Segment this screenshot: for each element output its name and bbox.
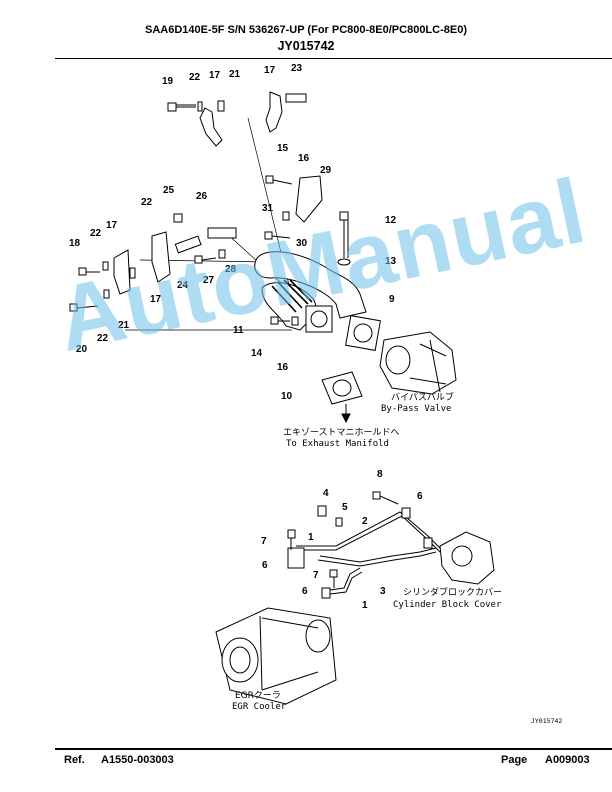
- callout-21: 21: [118, 320, 130, 331]
- callout-18: 18: [69, 238, 81, 249]
- callout-22: 22: [97, 333, 109, 344]
- exhaust-caption-en: To Exhaust Manifold: [286, 439, 389, 449]
- callout-3: 3: [380, 586, 386, 597]
- callout-11: 11: [233, 325, 244, 336]
- callout-16: 16: [298, 153, 310, 164]
- callout-27: 27: [203, 275, 215, 286]
- callout-17: 17: [209, 70, 221, 81]
- bypass-valve-caption-en: By-Pass Valve: [381, 404, 451, 414]
- callout-9: 9: [389, 294, 395, 305]
- callout-12: 12: [385, 215, 397, 226]
- exhaust-caption-jp: エキゾーストマニホールドへ: [283, 427, 400, 438]
- callout-24: 24: [177, 280, 189, 291]
- upper-assembly-drawing: [69, 91, 457, 424]
- lower-callouts: 8 4 5 2 6 7 1 6 7 3 1 6: [261, 469, 423, 611]
- callout-4: 4: [323, 488, 329, 499]
- callout-7: 7: [261, 536, 267, 547]
- figure-code-header: JY015742: [277, 39, 335, 53]
- callout-17: 17: [106, 220, 118, 231]
- page-title: SAA6D140E-5F S/N 536267-UP (For PC800-8E…: [145, 24, 467, 36]
- callout-1: 1: [308, 532, 314, 543]
- callout-22: 22: [141, 197, 153, 208]
- callout-19: 19: [162, 76, 174, 87]
- callout-22: 22: [90, 228, 102, 239]
- callout-29: 29: [320, 165, 332, 176]
- callout-6: 6: [302, 586, 308, 597]
- cylinder-caption-jp: シリンダブロックカバー: [403, 586, 502, 598]
- callout-20: 20: [76, 344, 88, 355]
- cylinder-caption-en: Cylinder Block Cover: [393, 600, 502, 610]
- lower-assembly-drawing: [215, 491, 495, 705]
- bolt-19-shape: [167, 102, 196, 112]
- footer-page-label: Page: [501, 754, 528, 766]
- callout-30: 30: [296, 238, 308, 249]
- callout-23: 23: [291, 63, 303, 74]
- callout-16: 16: [277, 362, 289, 373]
- callout-8: 8: [377, 469, 383, 480]
- callout-6: 6: [417, 491, 423, 502]
- callout-17: 17: [264, 65, 276, 76]
- footer-page-value: A009003: [545, 754, 590, 766]
- footer-ref-label: Ref.: [64, 754, 85, 766]
- callout-17: 17: [150, 294, 162, 305]
- bypass-valve-caption-jp: バイパスバルブ: [391, 391, 454, 403]
- figure-code-small: JY015742: [531, 717, 563, 725]
- callout-26: 26: [196, 191, 208, 202]
- callout-5: 5: [342, 502, 348, 513]
- callout-22: 22: [189, 72, 201, 83]
- callout-15: 15: [277, 143, 289, 154]
- callout-25: 25: [163, 185, 175, 196]
- header-rule: [55, 58, 612, 59]
- callout-10: 10: [281, 391, 293, 402]
- callout-14: 14: [251, 348, 263, 359]
- callout-7: 7: [313, 570, 319, 581]
- egr-caption-en: EGR Cooler: [232, 702, 287, 712]
- callout-1: 1: [362, 600, 368, 611]
- callout-13: 13: [385, 256, 397, 267]
- callout-31: 31: [262, 203, 274, 214]
- callout-6: 6: [262, 560, 268, 571]
- callout-28: 28: [225, 264, 237, 275]
- upper-callouts: 19 22 17 21 17 23 15 16 29 25 22 26 31 3…: [69, 63, 397, 402]
- egr-caption-jp: EGRクーラ: [235, 690, 281, 701]
- footer-ref-value: A1550-003003: [101, 754, 174, 766]
- footer-rule: [55, 748, 612, 750]
- callout-21: 21: [229, 69, 241, 80]
- callout-2: 2: [362, 516, 368, 527]
